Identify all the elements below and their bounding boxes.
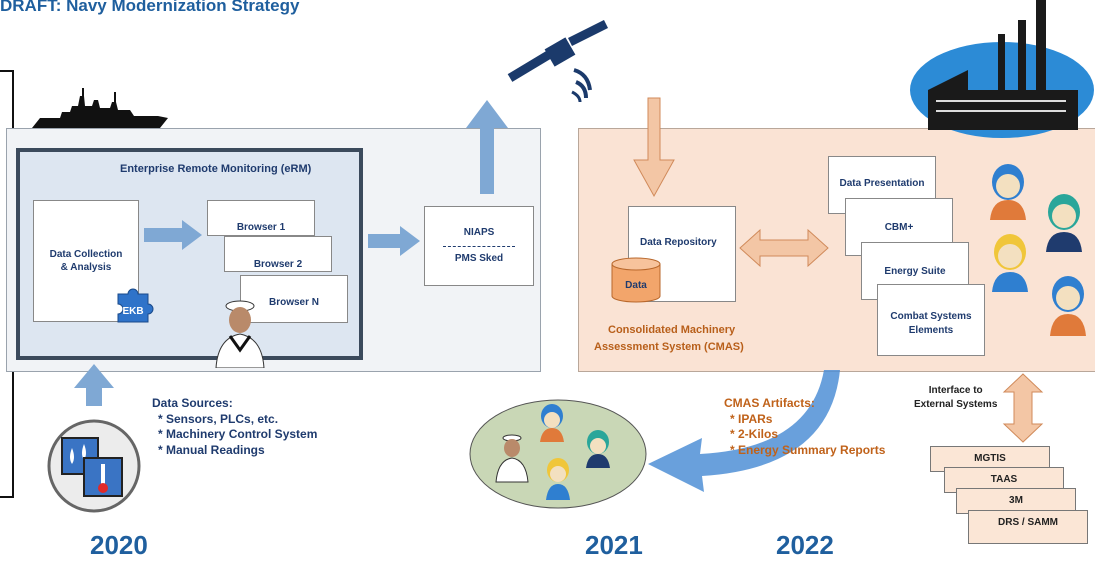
sailor-icon-small bbox=[495, 434, 529, 483]
year-2020: 2020 bbox=[90, 530, 148, 560]
shore-facility-icon bbox=[910, 0, 1094, 138]
ext-drs-samm: DRS / SAMM bbox=[968, 510, 1088, 544]
cbm-label: CBM+ bbox=[884, 222, 914, 233]
cmas-label: Consolidated Machinery Assessment System… bbox=[594, 322, 744, 356]
data-presentation-label: Data Presentation bbox=[839, 178, 925, 189]
year-2021: 2021 bbox=[585, 530, 643, 560]
arrow-up-to-satellite bbox=[466, 100, 508, 194]
combat-systems-label: Combat Systems Elements bbox=[890, 311, 972, 336]
browser-n-label: Browser N bbox=[268, 297, 319, 308]
data-source-item: * Manual Readings bbox=[158, 442, 265, 457]
niaps-divider bbox=[443, 246, 515, 247]
arrow-up-from-sources bbox=[74, 364, 114, 406]
niaps-box bbox=[424, 206, 534, 286]
person-icon-small-1 bbox=[540, 404, 564, 442]
cmas-line-2: Assessment System (CMAS) bbox=[594, 341, 744, 353]
double-arrow bbox=[739, 228, 829, 268]
ship-icon bbox=[32, 88, 168, 128]
curved-arrow-to-users bbox=[648, 370, 840, 492]
person-icon-3 bbox=[992, 234, 1028, 292]
users-ellipse bbox=[469, 399, 647, 509]
energy-suite-label: Energy Suite bbox=[884, 266, 946, 277]
person-icon-2 bbox=[1046, 194, 1082, 252]
browser-1-label: Browser 1 bbox=[236, 222, 286, 233]
data-collection-line-2: & Analysis bbox=[60, 262, 112, 273]
sensor-icon bbox=[47, 419, 141, 513]
arrow-to-niaps bbox=[368, 226, 420, 256]
top-caption: DRAFT: Navy Modernization Strategy bbox=[0, 0, 300, 15]
vertical-double-arrow bbox=[1002, 373, 1044, 443]
database-icon: Data bbox=[611, 257, 661, 303]
niaps-label: NIAPS bbox=[463, 227, 495, 238]
interface-label: Interface to External Systems bbox=[914, 384, 997, 412]
data-source-item: * Machinery Control System bbox=[158, 427, 318, 441]
browser-n-box bbox=[240, 275, 348, 323]
data-sources-title: Data Sources: bbox=[152, 396, 233, 410]
ekb-label: EKB bbox=[122, 306, 143, 317]
person-icon-4 bbox=[1050, 276, 1086, 336]
artifact-item: * IPARs bbox=[730, 411, 773, 426]
ekb-puzzle-icon: EKB bbox=[117, 288, 154, 323]
person-icon-small-2 bbox=[586, 430, 610, 468]
pms-sked-label: PMS Sked bbox=[454, 253, 504, 264]
browser-2-label: Browser 2 bbox=[253, 259, 303, 270]
cmas-line-1: Consolidated Machinery bbox=[608, 324, 736, 336]
artifacts-title: CMAS Artifacts: bbox=[724, 396, 815, 410]
data-source-item: * Sensors, PLCs, etc. bbox=[158, 411, 279, 426]
sailor-icon bbox=[215, 300, 265, 368]
arrow-to-browsers bbox=[144, 220, 202, 250]
people-group-icon bbox=[990, 164, 1086, 336]
satellite-icon bbox=[507, 20, 609, 103]
cmas-artifacts: CMAS Artifacts: * IPARs * 2-Kilos * Ener… bbox=[724, 396, 885, 458]
person-icon-small-3 bbox=[546, 458, 570, 500]
data-label: Data bbox=[625, 280, 647, 291]
person-icon-1 bbox=[990, 164, 1026, 220]
data-collection-label: Data Collection & Analysis bbox=[34, 248, 138, 274]
browser-2-box bbox=[224, 236, 332, 272]
data-sources: Data Sources: * Sensors, PLCs, etc. * Ma… bbox=[152, 396, 317, 458]
data-collection-line-1: Data Collection bbox=[49, 249, 123, 260]
erm-title: Enterprise Remote Monitoring (eRM) bbox=[120, 163, 312, 175]
arrow-down-from-satellite bbox=[633, 97, 675, 198]
data-repository-label: Data Repository bbox=[640, 237, 717, 248]
artifact-item: * Energy Summary Reports bbox=[730, 442, 886, 457]
artifact-item: * 2-Kilos bbox=[730, 427, 779, 441]
interface-line-1: Interface to bbox=[928, 385, 983, 396]
browser-1-box bbox=[207, 200, 315, 236]
combat-systems-box bbox=[877, 284, 985, 356]
year-2022: 2022 bbox=[776, 530, 834, 560]
interface-line-2: External Systems bbox=[914, 399, 998, 410]
